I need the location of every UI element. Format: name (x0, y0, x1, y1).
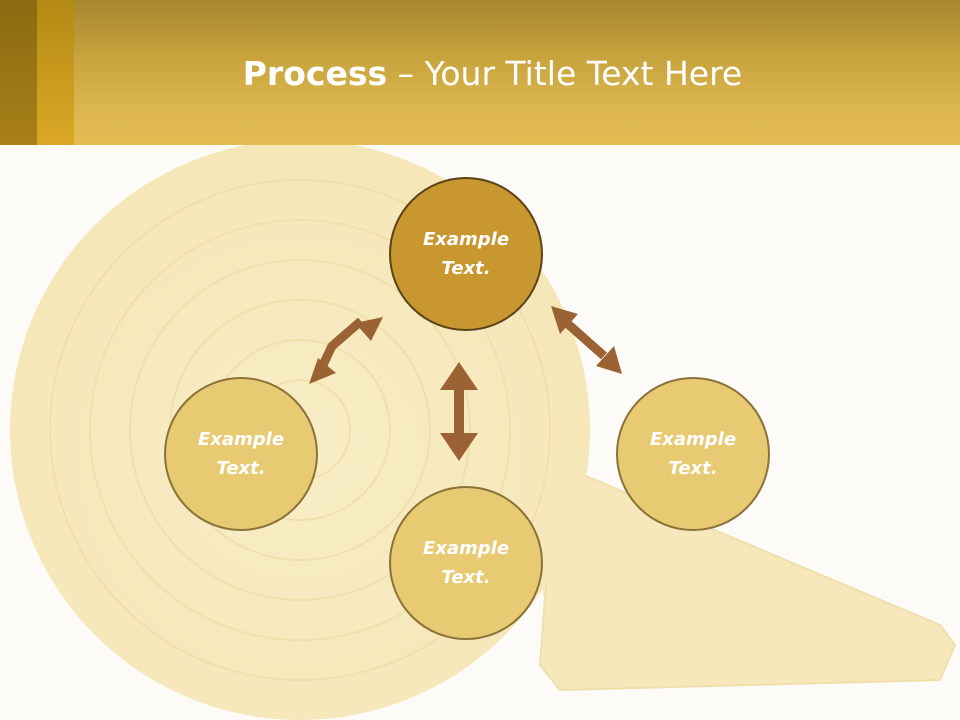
arrow-top-left (309, 317, 383, 384)
title-rest-part: – Your Title Text Here (387, 54, 743, 93)
accent-stripe-bright (37, 0, 74, 145)
node-top-text: Example Text. (422, 229, 510, 279)
process-node-right[interactable]: Example Text. (616, 377, 770, 531)
process-node-left[interactable]: Example Text. (164, 377, 318, 531)
title-bar: Process – Your Title Text Here (0, 0, 960, 145)
process-node-top[interactable]: Example Text. (389, 177, 543, 331)
node-bottom-text: Example Text. (422, 538, 510, 588)
accent-stripe-dark (0, 0, 37, 145)
process-node-bottom[interactable]: Example Text. (389, 486, 543, 640)
node-left-text: Example Text. (197, 429, 285, 479)
arrow-top-right (551, 306, 622, 374)
node-right-text: Example Text. (649, 429, 737, 479)
arrow-vertical (440, 362, 478, 461)
slide-title[interactable]: Process – Your Title Text Here (0, 52, 960, 96)
title-bold-part: Process (242, 54, 388, 93)
